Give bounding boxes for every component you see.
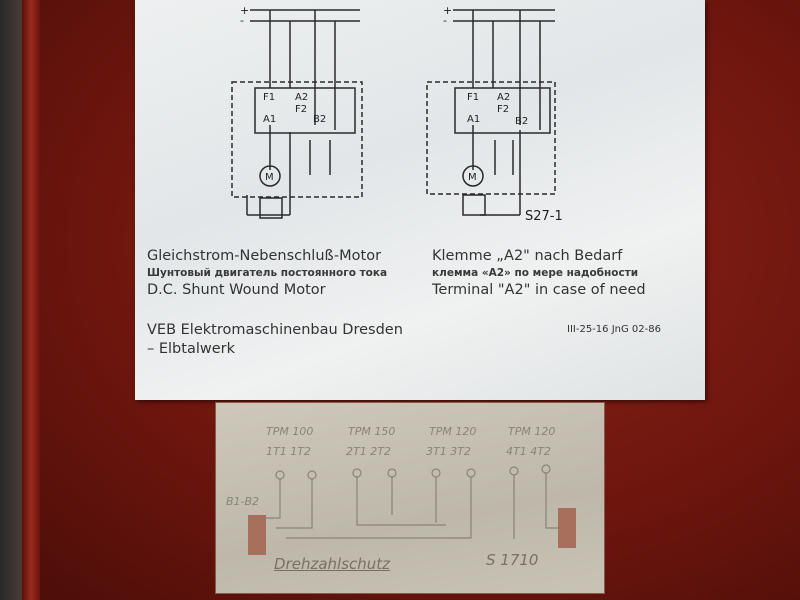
dark-housing-edge xyxy=(0,0,22,600)
svg-text:-: - xyxy=(443,14,447,27)
manufacturer: VEB Elektromaschinenbau Dresden xyxy=(147,322,403,338)
svg-text:F1: F1 xyxy=(263,92,275,103)
circuit-left: + - F1 A2 A1 F2 B2 M xyxy=(231,4,363,219)
terminal-pad-right xyxy=(558,508,576,548)
handwritten-code: S 1710 xyxy=(486,551,539,569)
plate-model: TPM 120 xyxy=(429,425,477,438)
plate-model: TPM 100 xyxy=(266,425,314,438)
plate-terminals: 3T1 3T2 xyxy=(426,445,471,458)
svg-text:A2: A2 xyxy=(295,92,308,103)
note-english: Terminal "A2" in case of need xyxy=(432,282,646,298)
plate-wiring xyxy=(261,464,571,539)
svg-text:B2: B2 xyxy=(313,114,326,125)
svg-text:A1: A1 xyxy=(263,114,276,125)
svg-text:F2: F2 xyxy=(295,104,307,115)
terminal-plate: TPM 100 TPM 150 TPM 120 TPM 120 1T1 1T2 … xyxy=(215,402,605,594)
title-german: Gleichstrom-Nebenschluß-Motor xyxy=(147,248,382,264)
plate-model: TPM 150 xyxy=(348,425,396,438)
svg-text:-: - xyxy=(240,14,244,27)
svg-text:F2: F2 xyxy=(497,104,509,115)
svg-text:A1: A1 xyxy=(467,114,480,125)
svg-text:F1: F1 xyxy=(467,92,479,103)
plate-terminals: 1T1 1T2 xyxy=(266,445,311,458)
frame-rim xyxy=(22,0,40,600)
svg-text:B2: B2 xyxy=(515,116,528,127)
title-english: D.C. Shunt Wound Motor xyxy=(147,282,326,298)
wiring-diagram: + - F1 A2 A1 F2 B2 M + - xyxy=(231,4,563,224)
svg-text:M: M xyxy=(265,172,274,183)
wiring-label: + - F1 A2 A1 F2 B2 M + - xyxy=(135,0,705,400)
svg-text:+: + xyxy=(240,4,249,17)
svg-text:M: M xyxy=(468,172,477,183)
terminal-pad-left xyxy=(248,515,266,555)
circuit-right: + - F1 A2 A1 F2 B2 M S27-1 xyxy=(426,4,563,224)
note-russian: клемма «A2» по мере надобности xyxy=(432,267,639,279)
figure-code: S27-1 xyxy=(525,209,563,224)
plate-side-label: B1-B2 xyxy=(226,495,260,508)
plate-terminals: 2T1 2T2 xyxy=(346,445,391,458)
note-german: Klemme „A2" nach Bedarf xyxy=(432,248,623,264)
plate-terminals: 4T1 4T2 xyxy=(506,445,551,458)
svg-text:A2: A2 xyxy=(497,92,510,103)
plate-model: TPM 120 xyxy=(508,425,556,438)
title-russian: Шунтовый двигатель постоянного тока xyxy=(147,267,388,279)
manufacturer-plant: – Elbtalwerk xyxy=(147,341,235,357)
handwritten-note: Drehzahlschutz xyxy=(274,555,391,573)
print-code: III-25-16 JnG 02-86 xyxy=(567,324,661,335)
svg-text:+: + xyxy=(443,4,452,17)
